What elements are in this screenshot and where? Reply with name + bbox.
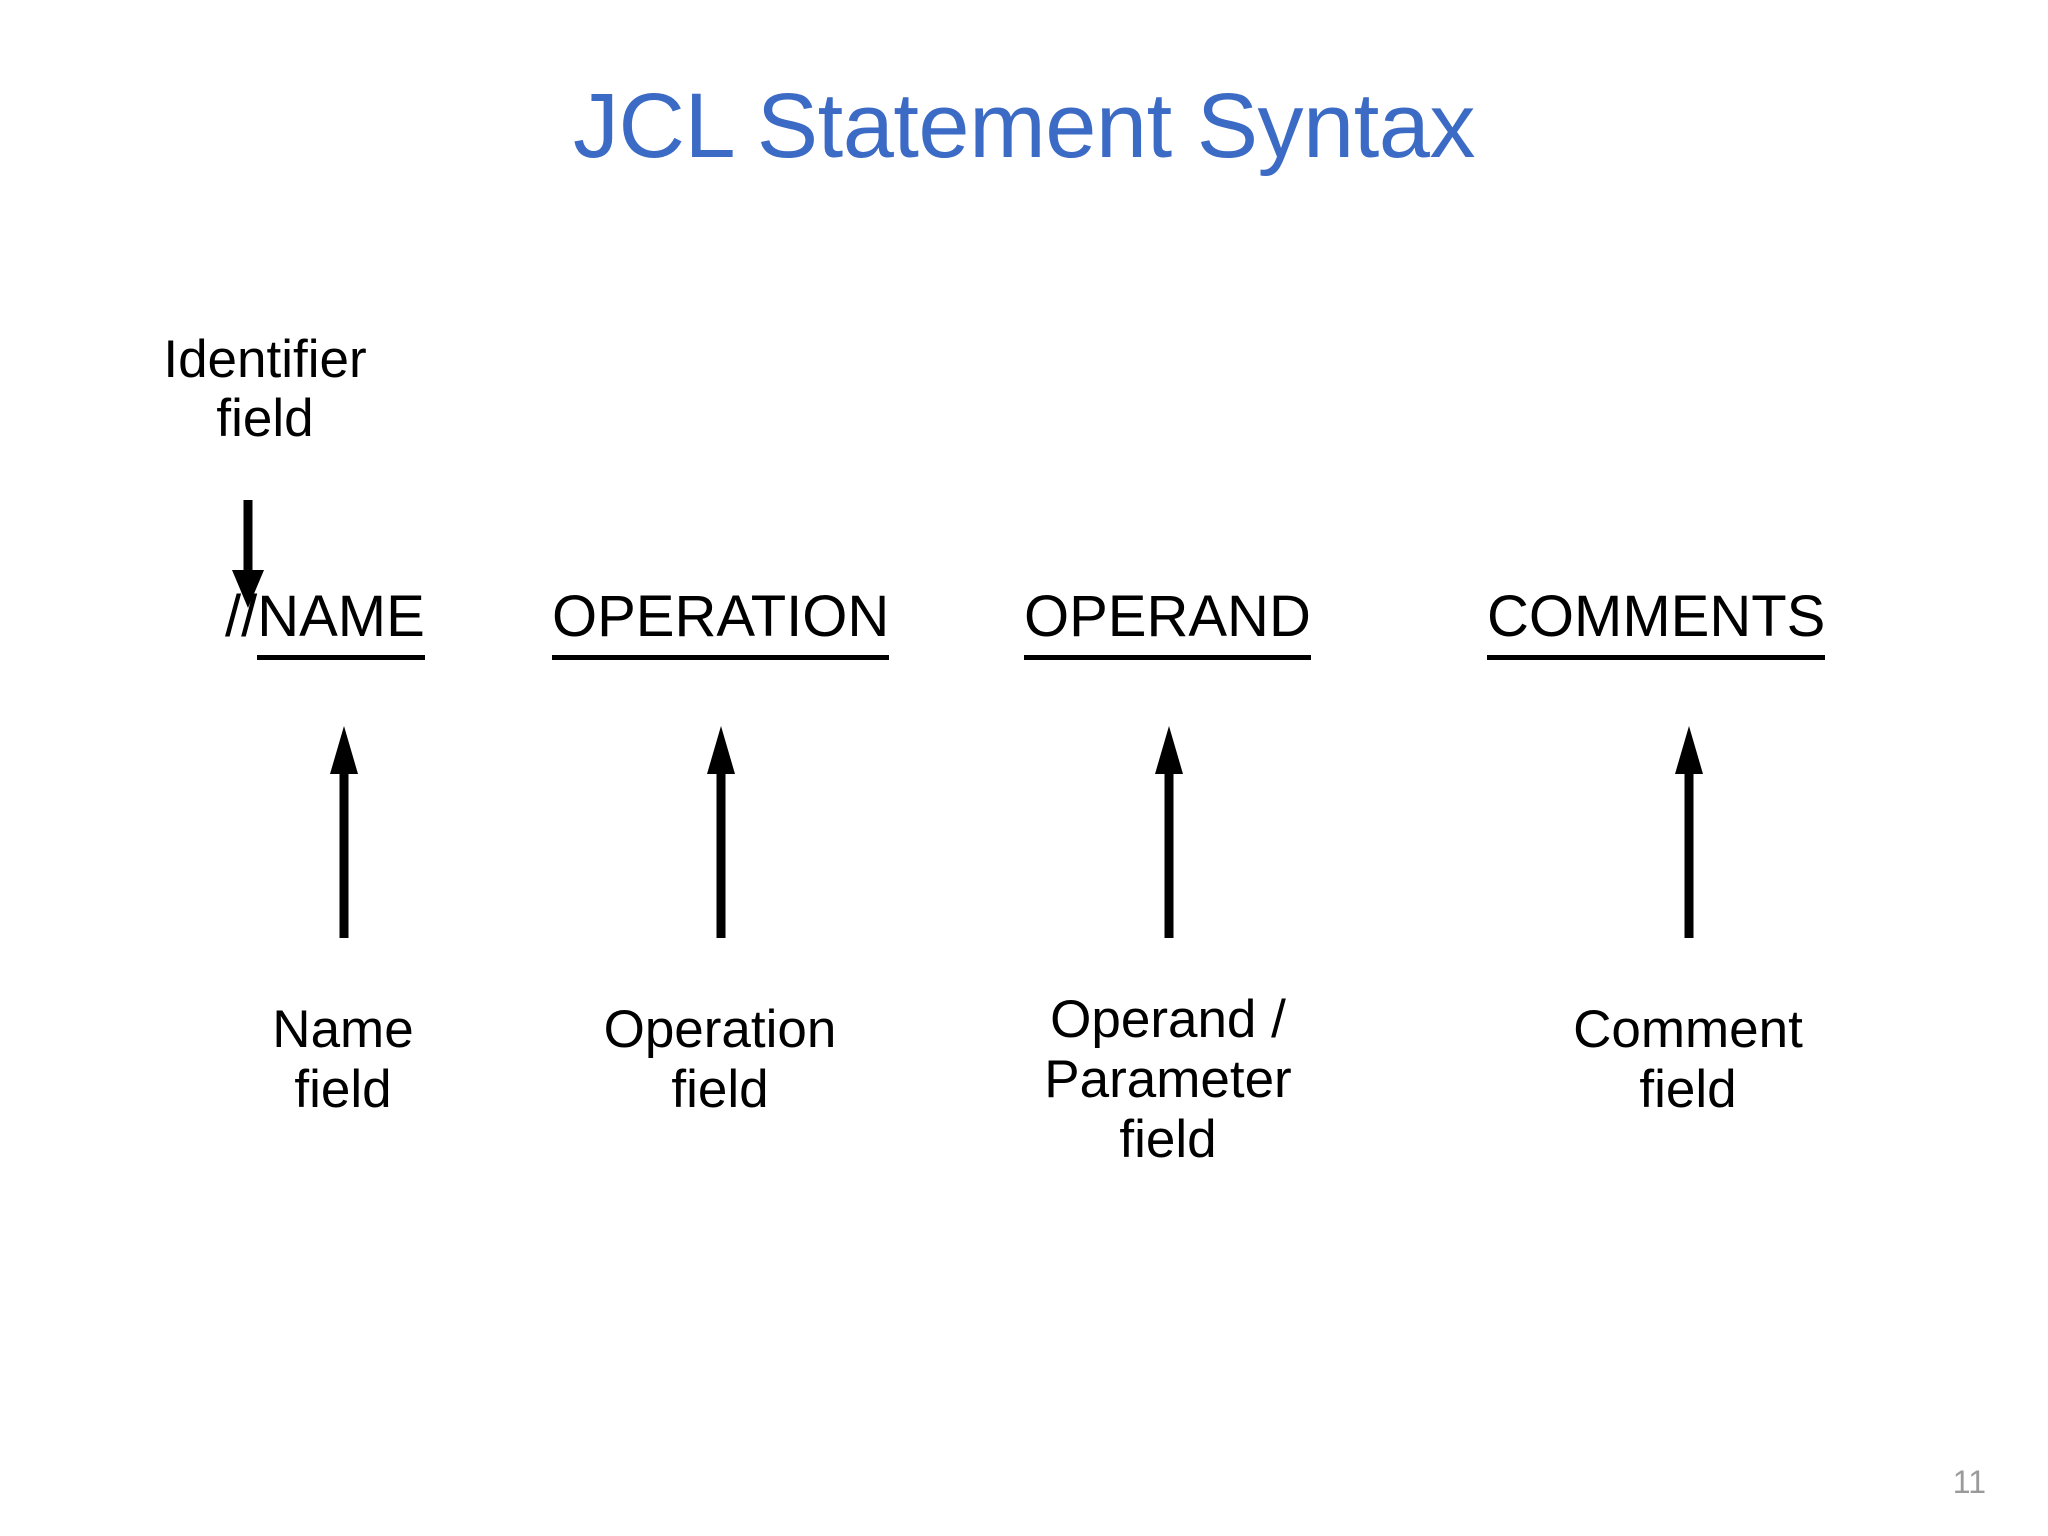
up-arrow-icon-operation [707, 726, 735, 938]
column-header-operand: OPERAND [1024, 588, 1311, 660]
page-number: 11 [1952, 1464, 1986, 1500]
operation-label: OPERATION [552, 588, 890, 660]
name-field-caption: Name field [272, 1000, 414, 1119]
column-header-comments: COMMENTS [1487, 588, 1826, 660]
name-slashes: // [225, 584, 258, 649]
column-header-name: //NAME [225, 588, 425, 660]
comment-field-caption: Comment field [1573, 1000, 1803, 1119]
operand-field-caption: Operand / Parameter field [1044, 990, 1292, 1169]
identifier-field-caption: Identifier field [163, 330, 367, 449]
page-title: JCL Statement Syntax [573, 75, 1475, 177]
name-label: NAME [257, 588, 425, 660]
comments-label: COMMENTS [1487, 588, 1826, 660]
up-arrow-icon-operand [1155, 726, 1183, 938]
operation-field-caption: Operation field [603, 1000, 837, 1119]
operand-label: OPERAND [1024, 588, 1311, 660]
up-arrow-icon-comments [1675, 726, 1703, 938]
down-arrow-icon [232, 500, 264, 608]
column-header-operation: OPERATION [552, 588, 890, 660]
up-arrow-icon-name [330, 726, 358, 938]
